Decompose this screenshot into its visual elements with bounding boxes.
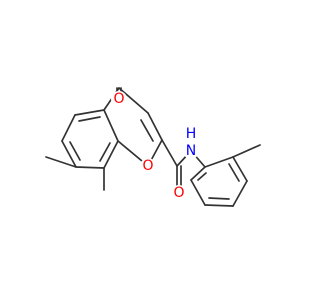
bond-c4prime-c5prime bbox=[204, 204, 234, 207]
bond-c2-amide-c bbox=[161, 139, 178, 167]
molecule-canvas: O O O N H bbox=[45, 87, 261, 207]
bond-layer bbox=[45, 87, 261, 207]
bond-c4prime-c5prime-inner bbox=[208, 197, 230, 200]
atom-layer: O O O N H bbox=[111, 91, 199, 201]
bond-c5prime-c6prime bbox=[190, 179, 206, 206]
molecule-structure: O O O N H bbox=[45, 87, 261, 207]
bond-c1prime-c2prime bbox=[204, 156, 234, 168]
bond-c6prime-c1prime-inner bbox=[197, 172, 207, 181]
amide-nitrogen-label: N bbox=[186, 143, 196, 159]
bond-c8-c8a bbox=[103, 140, 119, 169]
carbonyl-oxygen-label: O bbox=[113, 91, 124, 107]
bond-c3prime-c4prime bbox=[232, 180, 248, 207]
bond-c3-c2 bbox=[147, 112, 163, 141]
bond-c5-c6 bbox=[61, 114, 76, 142]
bond-c6-c7 bbox=[61, 140, 77, 168]
bond-c4a-c5 bbox=[74, 109, 105, 116]
bond-c3prime-methyl bbox=[232, 144, 261, 158]
amide-hydrogen-label: H bbox=[186, 126, 197, 142]
bond-c4-c3 bbox=[118, 87, 149, 114]
ring-oxygen-label: O bbox=[142, 158, 153, 174]
bond-c3-c2-inner bbox=[140, 119, 154, 142]
amide-nitrogen-bg bbox=[183, 143, 199, 159]
bond-c4a-c5-inner bbox=[78, 116, 101, 122]
bond-c2prime-c3prime bbox=[232, 156, 248, 182]
amide-oxygen-label: O bbox=[173, 185, 184, 201]
bond-c2prime-c3prime-inner bbox=[228, 163, 240, 182]
bond-c6prime-c1prime bbox=[190, 166, 206, 181]
ring-oxygen-bg bbox=[140, 158, 156, 174]
bond-c7-methyl bbox=[45, 156, 77, 168]
bond-c7-c8 bbox=[75, 166, 105, 169]
carbonyl-oxygen-bg bbox=[111, 91, 127, 107]
bond-c6-c7-inner bbox=[69, 141, 81, 161]
amide-oxygen-bg bbox=[171, 185, 187, 201]
bond-c8-c8a-inner bbox=[99, 142, 111, 162]
bond-c8a-c4a bbox=[103, 109, 119, 142]
